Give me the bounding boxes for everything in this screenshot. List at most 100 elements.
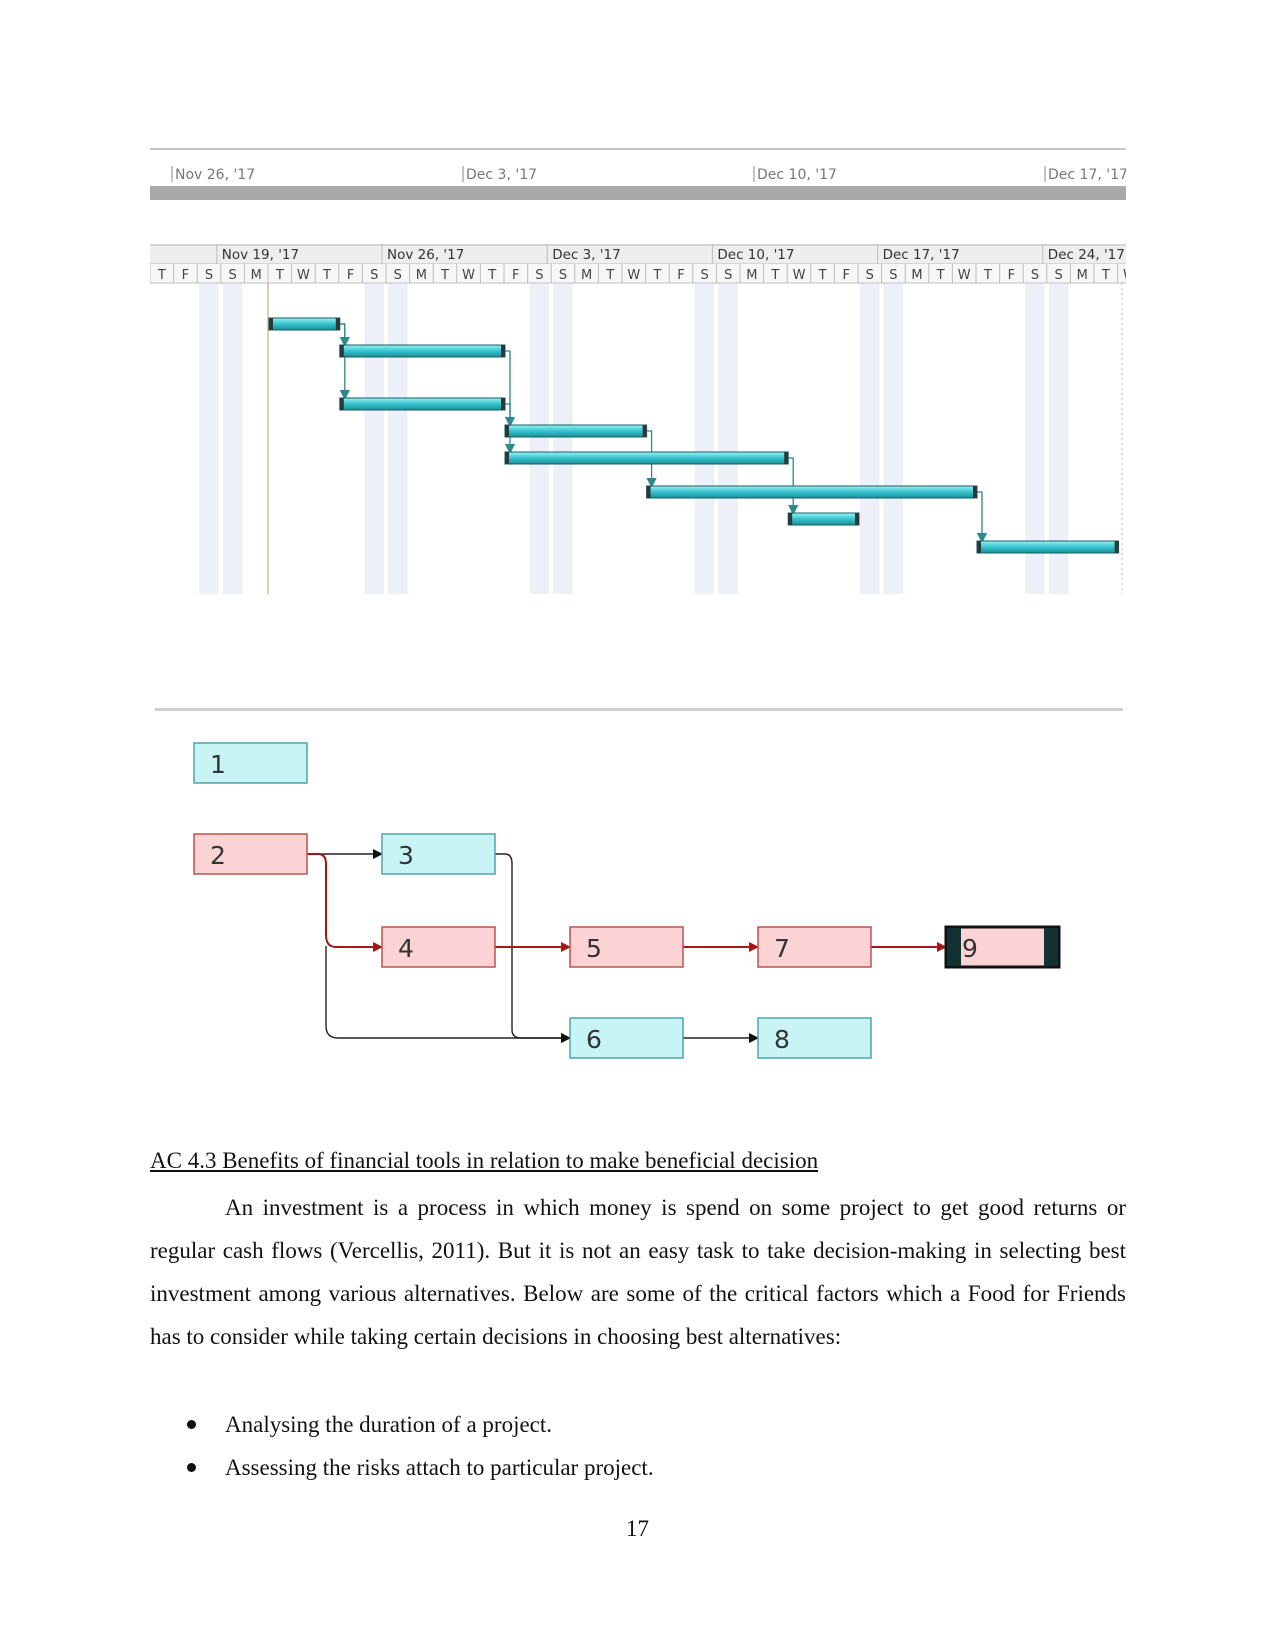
gantt-day-label: F xyxy=(677,268,684,283)
network-node-label: 9 xyxy=(962,934,978,963)
gantt-day-label: S xyxy=(700,268,708,283)
gantt-day-label: W xyxy=(627,268,640,283)
gantt-week-label: Dec 10, '17 xyxy=(717,247,794,263)
gantt-day-label: W xyxy=(462,268,475,283)
gantt-day-label: W xyxy=(793,268,806,283)
network-node-4: 4 xyxy=(381,926,496,968)
gantt-week-label: Dec 3, '17 xyxy=(552,247,620,263)
gantt-day-label: T xyxy=(983,268,992,283)
gantt-bar-cap xyxy=(339,398,344,410)
network-diagram: 1 2 3 4 5 6 7 8 9 xyxy=(193,742,1061,1059)
weekend-column xyxy=(1025,283,1045,594)
network-node-label: 7 xyxy=(774,934,790,963)
network-node-7: 7 xyxy=(757,926,872,968)
gantt-task-bar xyxy=(504,424,648,438)
gantt-day-label: T xyxy=(440,268,449,283)
gantt-day-label: M xyxy=(581,268,592,283)
network-node-label: 1 xyxy=(210,750,226,779)
gantt-dependency-link xyxy=(976,491,988,544)
gantt-day-label: M xyxy=(251,268,262,283)
network-node-label: 5 xyxy=(586,934,602,963)
gantt-dependency-link xyxy=(788,457,799,516)
gantt-day-label: S xyxy=(889,268,897,283)
gantt-day-label: F xyxy=(1008,268,1015,283)
gantt-day-label: S xyxy=(1054,268,1062,283)
gantt-day-label: M xyxy=(1077,268,1088,283)
network-link xyxy=(325,946,571,1043)
network-node-box xyxy=(757,926,872,968)
network-node-label: 4 xyxy=(398,934,414,963)
gantt-day-label: F xyxy=(182,268,189,283)
figure-separator xyxy=(155,708,1123,711)
gantt-day-label: S xyxy=(228,268,236,283)
gantt-bar-cap xyxy=(973,486,977,498)
gantt-bar-cap xyxy=(501,345,505,357)
gantt-task-bar xyxy=(976,540,1120,554)
weekend-column xyxy=(718,283,738,594)
gantt-week-label: Dec 24, '17 xyxy=(1048,247,1125,263)
gantt-day-label: T xyxy=(157,268,166,283)
gantt-day-label: T xyxy=(652,268,661,283)
gantt-bar-cap xyxy=(1114,541,1119,553)
gantt-bar-cap xyxy=(646,486,651,498)
bullet-icon xyxy=(187,1463,196,1472)
gantt-chart: Nov 19, '17 Nov 26, '17 Dec 3, '17 Dec 10, … xyxy=(150,244,1126,594)
gantt-bar-cap xyxy=(339,345,344,357)
bullet-icon xyxy=(187,1420,196,1429)
weekend-column xyxy=(388,283,408,594)
timescale-date-label: Nov 26, '17 xyxy=(175,167,255,183)
gantt-day-label: T xyxy=(275,268,284,283)
gantt-bar-cap xyxy=(642,425,647,437)
gantt-day-label: T xyxy=(322,268,331,283)
gantt-day-label: T xyxy=(605,268,614,283)
gantt-day-label: S xyxy=(370,268,378,283)
gantt-day-label: T xyxy=(770,268,779,283)
gantt-day-label: S xyxy=(535,268,543,283)
gantt-day-label: S xyxy=(724,268,732,283)
gantt-bar-cap xyxy=(784,452,789,464)
network-node-box xyxy=(193,833,308,875)
network-node-6: 6 xyxy=(569,1017,684,1059)
network-node-label: 2 xyxy=(210,841,226,870)
critical-path-link xyxy=(307,853,383,952)
gantt-week-label: Nov 19, '17 xyxy=(222,247,299,263)
network-node-3: 3 xyxy=(381,833,496,875)
weekend-column xyxy=(553,283,573,594)
section-heading: AC 4.3 Benefits of financial tools in re… xyxy=(150,1148,819,1173)
network-node-9: 9 xyxy=(944,925,1061,969)
timescale-date-label: Dec 10, '17 xyxy=(757,167,837,183)
gantt-task-bar xyxy=(339,344,506,358)
network-node-label: 6 xyxy=(586,1025,602,1054)
bullet-text: Analysing the duration of a project. xyxy=(225,1412,553,1437)
network-node-box xyxy=(381,833,496,875)
gantt-day-label: F xyxy=(842,268,849,283)
timescale-date-label: Dec 3, '17 xyxy=(466,167,537,183)
gantt-day-label: W xyxy=(958,268,971,283)
gantt-bar-cap xyxy=(505,425,509,437)
page-number: 17 xyxy=(626,1516,649,1541)
gantt-day-label: W xyxy=(297,268,310,283)
gantt-dependency-link xyxy=(339,323,350,401)
gantt-dependency-link xyxy=(504,350,516,428)
gantt-bar-cap xyxy=(855,513,859,525)
gantt-task-bar xyxy=(646,485,978,499)
gantt-task-bar xyxy=(787,512,860,526)
gantt-task-bar xyxy=(339,397,506,411)
weekend-column xyxy=(1048,283,1069,594)
weekend-column xyxy=(222,283,243,594)
gantt-day-label: F xyxy=(512,268,519,283)
gantt-day-label: F xyxy=(347,268,354,283)
gantt-dependency-link xyxy=(339,323,350,348)
gantt-bar-cap xyxy=(977,541,981,553)
gantt-day-label: M xyxy=(416,268,427,283)
network-node-box xyxy=(381,926,496,968)
gantt-week-label: Nov 26, '17 xyxy=(387,247,464,263)
gantt-bar-cap xyxy=(335,318,340,330)
network-node-label: 3 xyxy=(398,841,414,870)
network-node-8: 8 xyxy=(757,1017,872,1059)
bullet-list: Analysing the duration of a project. Ass… xyxy=(150,1403,654,1489)
gantt-day-label: S xyxy=(205,268,213,283)
gantt-day-label: T xyxy=(1101,268,1110,283)
network-node-label: 8 xyxy=(774,1025,790,1054)
weekend-column xyxy=(364,283,384,594)
